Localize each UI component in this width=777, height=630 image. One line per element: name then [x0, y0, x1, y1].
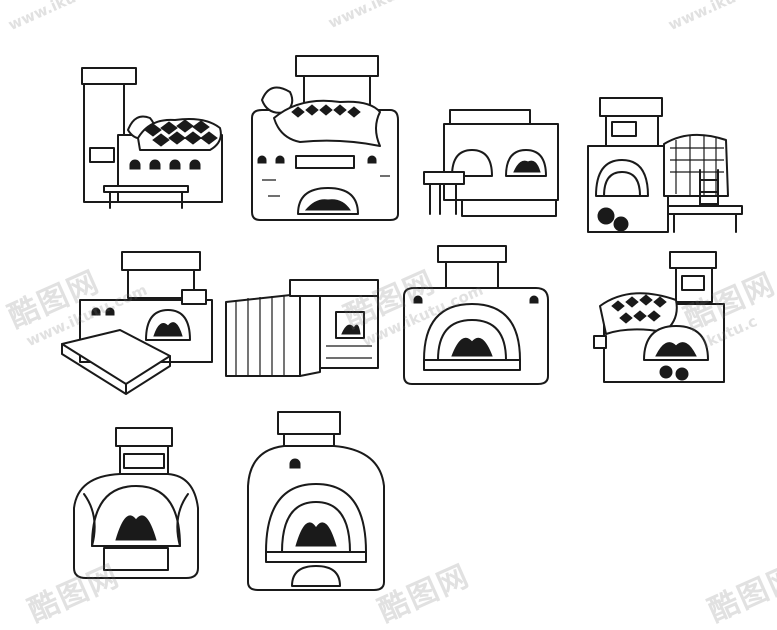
stove-3-base [461, 199, 557, 217]
stove-7-fire [451, 337, 493, 357]
stove-2 [251, 55, 399, 221]
illustration-canvas: www.ikutu.com www.ikutu.com www.ikutu.co… [3, 0, 777, 629]
stove-2-plaque [295, 155, 355, 169]
stove-1-vents [129, 159, 201, 170]
stove-3-bench-legs [429, 183, 457, 215]
stove-3 [423, 109, 559, 217]
stove-6-top [289, 279, 379, 297]
stove-1-quilt-pattern [144, 119, 218, 147]
stove-2-bricks [262, 175, 390, 197]
stove-4-bench-legs [673, 213, 737, 233]
stove-2-vents [257, 155, 377, 164]
stove-10-ash-door [291, 565, 341, 587]
stove-4-logs [597, 207, 629, 232]
stove-1-chimney-cap [81, 67, 137, 85]
stove-10-chimney-cap [277, 411, 341, 435]
stove-9-curtains [83, 493, 189, 547]
stove-7-hearth [423, 359, 521, 371]
stove-3-window-left [451, 149, 493, 177]
stove-6-cabinet-side [299, 289, 321, 377]
stove-4-chimney-cap [599, 97, 663, 117]
stove-9-plaque [123, 453, 165, 469]
stove-6-fire [341, 324, 361, 335]
stove-7-chimney [445, 261, 499, 289]
stove-1-plaque [89, 147, 115, 163]
stove-4-oven-inner [603, 171, 641, 197]
stove-3-bench [423, 171, 465, 185]
stove-illustrations [61, 55, 743, 591]
stove-2-oven-fire [304, 199, 351, 211]
stove-1-bench-legs [109, 191, 183, 209]
stove-4-plaque [611, 121, 637, 137]
stove-9-firebox [103, 547, 169, 571]
stove-1 [81, 67, 223, 209]
stove-5 [61, 251, 213, 395]
stove-7-vents [413, 295, 539, 304]
stove-1-bench-top [103, 185, 189, 193]
stove-6 [225, 279, 379, 377]
stove-5-bench-sides [61, 343, 171, 395]
stove-8-fire [655, 342, 697, 357]
stove-5-chimney-cap [121, 251, 201, 271]
stove-2-blanket-pattern [291, 104, 361, 118]
stove-8 [593, 251, 725, 383]
stove-8-quilt-pattern [611, 294, 667, 324]
stove-9 [73, 427, 199, 579]
stove-6-shelves [326, 345, 372, 359]
stove-5-vents [91, 307, 115, 316]
stove-4-quilt-grid [670, 136, 724, 196]
stove-7 [403, 245, 549, 385]
stove-3-fire [513, 160, 541, 173]
stove-9-chimney-cap [115, 427, 173, 447]
stove-6-cabinet [225, 293, 301, 377]
stove-10-hearth [265, 551, 367, 563]
stove-10 [247, 411, 385, 591]
stove-10-fire [295, 522, 337, 547]
stove-4-ladder [699, 169, 719, 213]
stove-8-plaque [681, 275, 705, 291]
stove-4 [587, 97, 743, 233]
stove-8-logs [659, 365, 689, 381]
stove-2-chimney-cap [295, 55, 379, 77]
stove-10-vent [289, 458, 301, 469]
stove-8-chimney-cap [669, 251, 717, 269]
stove-8-handle [593, 335, 607, 349]
stove-3-top-cap [449, 109, 531, 125]
stove-5-plaque [181, 289, 207, 305]
stove-10-neck [283, 433, 335, 447]
stove-7-chimney-cap [437, 245, 507, 263]
stove-9-fire [115, 515, 157, 541]
stove-2-pillow [261, 86, 294, 114]
stove-4-bench [667, 205, 743, 215]
stove-5-fire [153, 322, 183, 337]
stove-6-planks [235, 295, 285, 376]
